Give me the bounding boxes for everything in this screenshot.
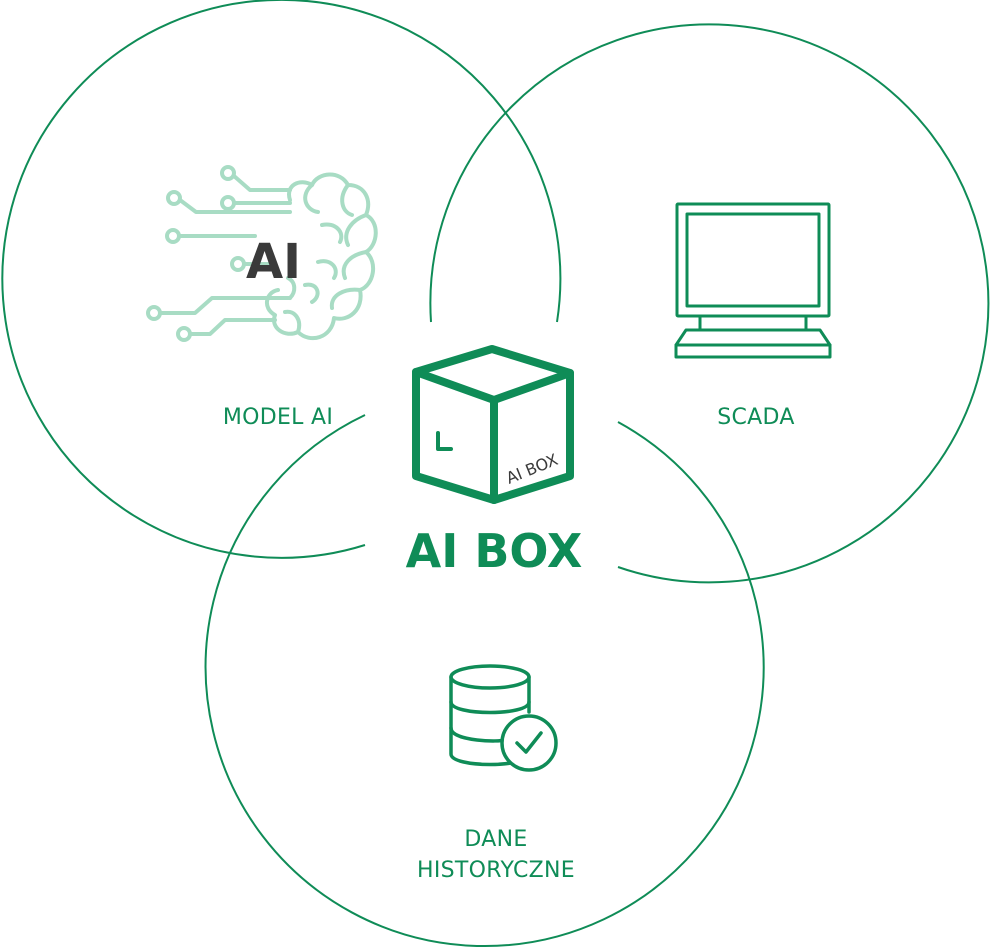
label-historical-data-line2: HISTORYCZNE bbox=[417, 858, 575, 883]
database-check-icon bbox=[449, 664, 558, 772]
label-model-ai: MODEL AI bbox=[223, 405, 333, 430]
cube-icon bbox=[412, 345, 574, 504]
label-historical-data-line1: DANE bbox=[464, 827, 527, 852]
circle-model-ai bbox=[1, 0, 562, 559]
label-scada: SCADA bbox=[717, 405, 794, 430]
brain-ai-text: AI bbox=[246, 234, 301, 290]
circle-scada bbox=[429, 23, 990, 584]
monitor-icon bbox=[674, 202, 832, 359]
cube-mark-icon bbox=[436, 431, 453, 451]
brain-circuit-icon bbox=[146, 165, 378, 342]
center-title: AI BOX bbox=[406, 524, 583, 578]
circle-historical-data bbox=[204, 414, 765, 947]
